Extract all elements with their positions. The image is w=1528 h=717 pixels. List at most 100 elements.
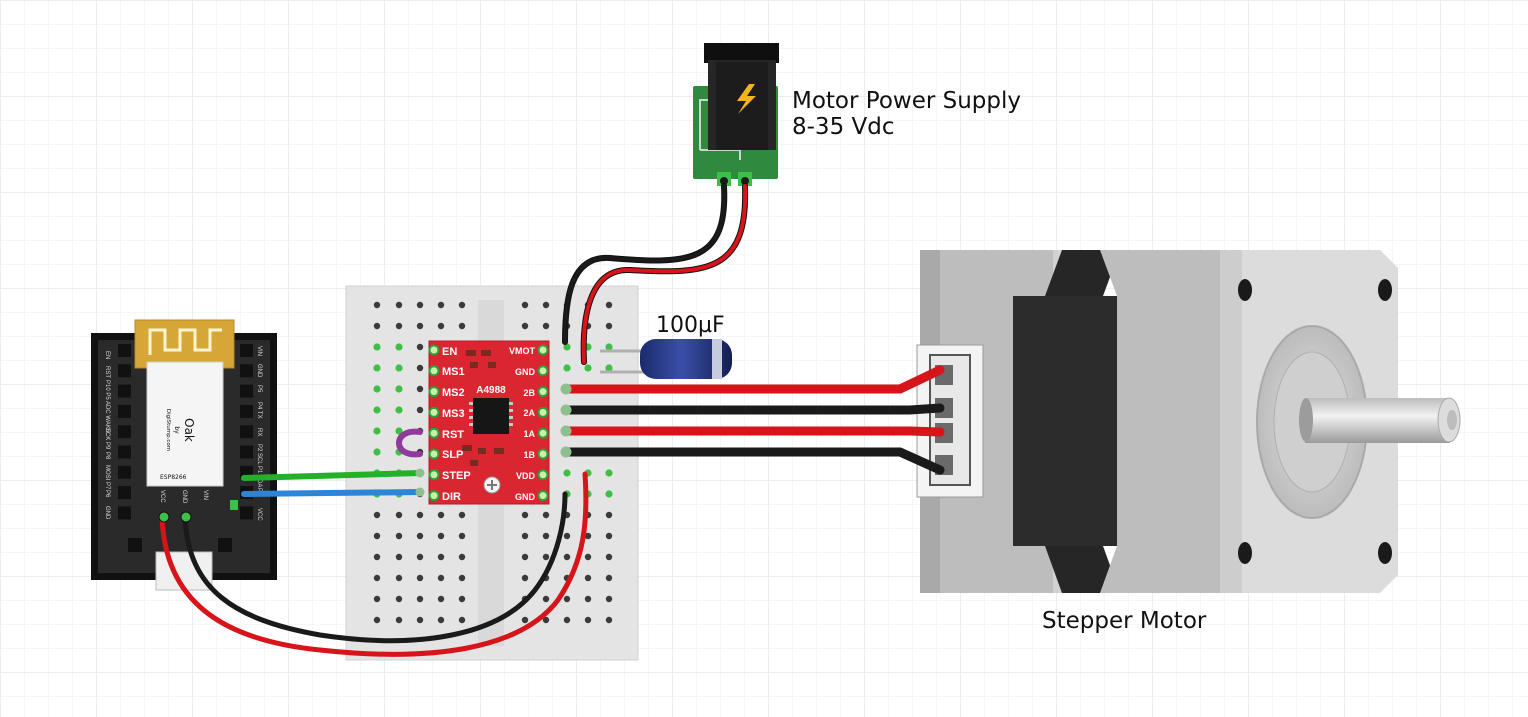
breadboard-hole xyxy=(373,385,381,393)
capacitor-label: 100µF xyxy=(656,313,725,338)
oak-header-pin xyxy=(240,445,253,459)
svg-text:EN: EN xyxy=(104,351,110,359)
oak-by: by xyxy=(173,426,180,434)
stepper-motor xyxy=(916,250,1461,593)
motor-1a-wire xyxy=(561,426,945,437)
step-signal-wire xyxy=(241,470,423,481)
breadboard-hole xyxy=(373,364,381,372)
oak-name: Oak xyxy=(182,418,196,442)
svg-text:RST: RST xyxy=(442,429,464,441)
driver-pins xyxy=(428,344,549,502)
breadboard-hole xyxy=(416,406,424,414)
svg-text:GND: GND xyxy=(256,364,262,378)
breadboard-hole xyxy=(563,364,571,372)
svg-text:1A: 1A xyxy=(523,429,535,439)
svg-text:P2 SCL: P2 SCL xyxy=(256,444,262,465)
a4988-driver: A4988 EN MS1 MS2 MS3 RST SLP STEP DIR VM… xyxy=(428,340,550,505)
oak-left-pin-labels: EN RST P10 P5 ADC WAKE SCK P9 P8 MOSI P7… xyxy=(104,351,110,520)
svg-text:MS3: MS3 xyxy=(442,408,465,420)
svg-text:RX: RX xyxy=(256,428,262,436)
breadboard-hole xyxy=(458,574,466,582)
svg-text:VIN: VIN xyxy=(202,490,208,500)
breadboard-hole xyxy=(542,301,550,309)
driver-left-pin-labels: EN MS1 MS2 MS3 RST SLP STEP DIR xyxy=(442,346,471,503)
oak-bottom-pin-labels: VCC GND VIN xyxy=(159,490,208,504)
svg-text:1B: 1B xyxy=(523,450,535,460)
svg-text:ADC WAKE: ADC WAKE xyxy=(104,401,110,433)
oak-header-pin xyxy=(118,425,131,439)
breadboard-hole xyxy=(521,574,529,582)
breadboard-hole xyxy=(373,532,381,540)
esp-module xyxy=(146,361,224,487)
svg-text:P6: P6 xyxy=(104,490,110,498)
svg-text:RST: RST xyxy=(104,366,110,378)
breadboard-hole xyxy=(395,553,403,561)
breadboard-hole xyxy=(584,574,592,582)
svg-text:DIR: DIR xyxy=(442,491,461,503)
oak-header-pin xyxy=(240,384,253,398)
mount-hole-icon xyxy=(1378,279,1392,301)
dir-signal-wire xyxy=(241,489,423,497)
svg-text:VCC: VCC xyxy=(159,490,165,503)
breadboard-hole xyxy=(521,553,529,561)
oak-header-pin xyxy=(240,506,253,520)
breadboard-hole xyxy=(458,511,466,519)
svg-text:STEP: STEP xyxy=(442,470,471,482)
driver-pin-right xyxy=(537,386,549,398)
driver-pin-left xyxy=(428,448,440,460)
mount-hole-icon xyxy=(1378,542,1392,564)
svg-text:VMOT: VMOT xyxy=(509,346,536,356)
breadboard-hole xyxy=(521,301,529,309)
breadboard-hole xyxy=(395,511,403,519)
breadboard-hole xyxy=(373,553,381,561)
breadboard-hole xyxy=(458,532,466,540)
driver-chip xyxy=(473,398,509,434)
driver-pin-left xyxy=(428,344,440,356)
breadboard-hole xyxy=(605,301,613,309)
breadboard-hole xyxy=(584,553,592,561)
breadboard-hole xyxy=(395,301,403,309)
breadboard-hole xyxy=(605,574,613,582)
breadboard-hole xyxy=(584,532,592,540)
breadboard-hole xyxy=(373,406,381,414)
breadboard-hole xyxy=(437,532,445,540)
power-jack xyxy=(693,43,779,186)
driver-pin-left xyxy=(428,427,440,439)
breadboard-hole xyxy=(458,616,466,624)
breadboard-hole xyxy=(584,616,592,624)
motor-shaft xyxy=(1305,398,1450,443)
oak-header-pin xyxy=(118,384,131,398)
breadboard-hole xyxy=(605,343,613,351)
svg-text:VIN: VIN xyxy=(256,346,262,356)
oak-header-pin xyxy=(118,465,131,479)
wires xyxy=(159,183,945,657)
breadboard-hole xyxy=(373,427,381,435)
driver-pin-left xyxy=(428,365,440,377)
driver-pin-right xyxy=(537,406,549,418)
breadboard-hole xyxy=(437,322,445,330)
svg-text:P5: P5 xyxy=(256,385,262,393)
breadboard-hole xyxy=(416,385,424,393)
antenna-icon xyxy=(148,328,222,355)
motor-2b-wire xyxy=(561,365,945,394)
mount-hole-icon xyxy=(1238,279,1252,301)
svg-text:SLP: SLP xyxy=(442,449,463,461)
driver-chip-label: A4988 xyxy=(476,385,506,396)
svg-text:GND: GND xyxy=(515,492,536,502)
breadboard-hole xyxy=(373,616,381,624)
breadboard-hole xyxy=(542,322,550,330)
driver-pin-right xyxy=(537,427,549,439)
oak-header-pin xyxy=(118,486,131,500)
breadboard-hole xyxy=(458,595,466,603)
breadboard-hole xyxy=(563,469,571,477)
oak-board: Oak by DigiStump.com ESP8266 EN RST P10 … xyxy=(91,319,277,591)
breadboard-hole xyxy=(584,364,592,372)
breadboard-hole xyxy=(395,406,403,414)
logic-gnd-wire xyxy=(182,491,568,644)
svg-text:GND: GND xyxy=(181,490,187,504)
breadboard-hole xyxy=(542,532,550,540)
breadboard-hole xyxy=(373,322,381,330)
breadboard-hole xyxy=(563,532,571,540)
wire-ends xyxy=(158,383,572,523)
breadboard-hole xyxy=(416,364,424,372)
